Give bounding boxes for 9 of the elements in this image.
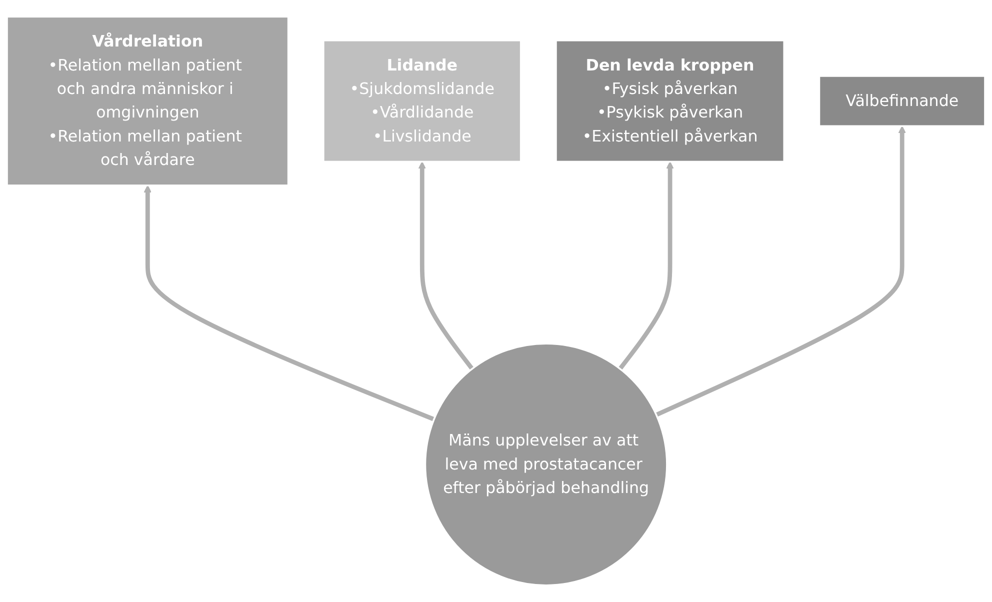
arrow	[418, 161, 474, 370]
node-box: Lidande •Sjukdomslidande •Vårdlidande •Livslidande	[322, 40, 522, 163]
arrow	[655, 126, 906, 417]
node-circle: Mäns upplevelser av att leva med prostatacancer efter påbörjad behandling	[424, 342, 668, 586]
node-box: Den levda kroppen •Fysisk påverkan •Psykisk påverkan •Existentiell påverkan	[555, 40, 785, 163]
node-box: Vårdrelation •Relation mellan patient och andra människor i omgivningen •Relation mellan patient och vårdare	[6, 16, 290, 186]
node-box: Välbefinnande	[818, 75, 986, 127]
arrow	[144, 185, 435, 422]
arrow	[618, 161, 674, 370]
